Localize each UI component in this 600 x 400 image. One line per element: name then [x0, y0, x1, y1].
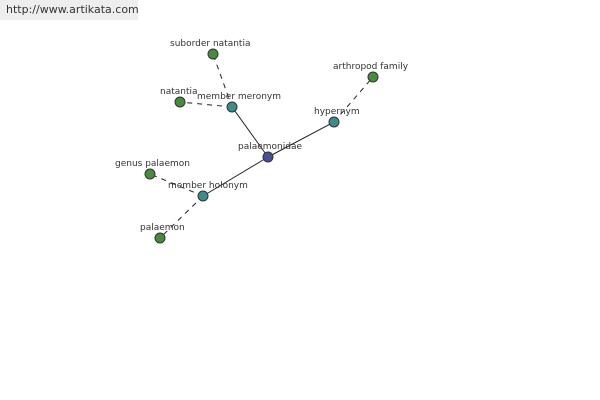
- node-suborder-natantia[interactable]: suborder natantia: [170, 39, 250, 60]
- node-marker-natantia[interactable]: [174, 96, 186, 108]
- node-marker-member-holonym[interactable]: [197, 190, 209, 202]
- nodes-layer: palaemonidae member meronym hypernym member…: [115, 39, 409, 244]
- node-arthropod-family[interactable]: arthropod family: [333, 62, 409, 83]
- node-label-arthropod-family[interactable]: arthropod family: [333, 62, 409, 72]
- node-member-holonym[interactable]: member holonym: [168, 181, 248, 202]
- edge-member-holonym-to-palaemon: [159, 195, 204, 239]
- node-label-member-holonym[interactable]: member holonym: [168, 181, 248, 191]
- edge-member-meronym-to-natantia: [179, 101, 233, 108]
- node-label-member-meronym[interactable]: member meronym: [197, 92, 281, 102]
- node-label-suborder-natantia[interactable]: suborder natantia: [170, 39, 250, 49]
- node-marker-palaemon[interactable]: [154, 232, 166, 244]
- node-marker-suborder-natantia[interactable]: [207, 48, 219, 60]
- node-marker-palaemonidae[interactable]: [262, 151, 274, 163]
- node-natantia[interactable]: natantia: [160, 87, 198, 108]
- node-label-palaemonidae[interactable]: palaemonidae: [238, 142, 302, 152]
- edges-layer: [149, 53, 374, 239]
- node-label-hypernym[interactable]: hypernym: [314, 107, 360, 117]
- node-palaemon[interactable]: palaemon: [140, 223, 185, 244]
- node-marker-member-meronym[interactable]: [226, 101, 238, 113]
- edge-palaemonidae-to-member-holonym: [202, 156, 269, 197]
- node-hypernym[interactable]: hypernym: [314, 107, 360, 128]
- node-label-natantia[interactable]: natantia: [160, 87, 198, 97]
- node-marker-arthropod-family[interactable]: [367, 71, 379, 83]
- node-genus-palaemon[interactable]: genus palaemon: [115, 159, 190, 180]
- node-label-palaemon[interactable]: palaemon: [140, 223, 185, 233]
- node-marker-genus-palaemon[interactable]: [144, 168, 156, 180]
- node-member-meronym[interactable]: member meronym: [197, 92, 281, 113]
- node-palaemonidae[interactable]: palaemonidae: [238, 142, 302, 163]
- site-url-link[interactable]: http://www.artikata.com: [0, 0, 139, 20]
- edge-palaemonidae-to-member-meronym: [231, 106, 269, 158]
- node-marker-hypernym[interactable]: [328, 116, 340, 128]
- node-label-genus-palaemon[interactable]: genus palaemon: [115, 159, 190, 169]
- edge-palaemonidae-to-hypernym: [267, 121, 335, 158]
